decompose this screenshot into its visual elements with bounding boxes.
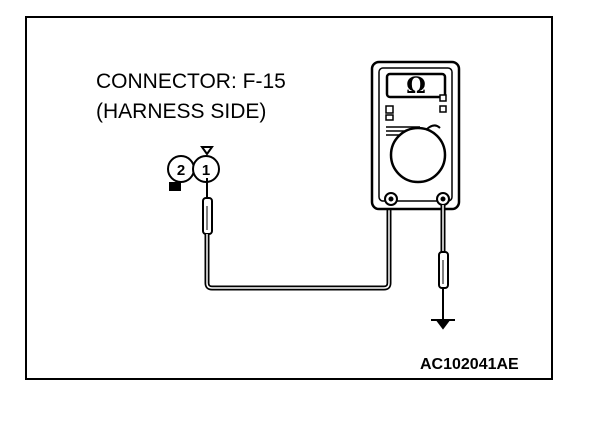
range-selector-knob	[389, 126, 447, 184]
pin-number-2: 2	[177, 162, 185, 179]
meter-display	[385, 72, 447, 99]
ohmmeter-icon: Ω	[370, 60, 461, 211]
test-lead-wire	[204, 205, 392, 291]
probe-icon	[202, 178, 213, 235]
connector-icon: 2 1	[167, 146, 224, 191]
connector-label: CONNECTOR: F-15	[96, 70, 286, 93]
lock-triangle-icon	[200, 146, 214, 156]
ground-icon	[431, 310, 455, 330]
figure-id: AC102041AE	[420, 356, 519, 373]
pin-number-1: 1	[202, 162, 210, 179]
diagram-frame	[25, 16, 553, 380]
harness-side-label: (HARNESS SIDE)	[96, 100, 267, 123]
ground-probe	[438, 205, 449, 310]
ohm-symbol: Ω	[406, 73, 426, 99]
